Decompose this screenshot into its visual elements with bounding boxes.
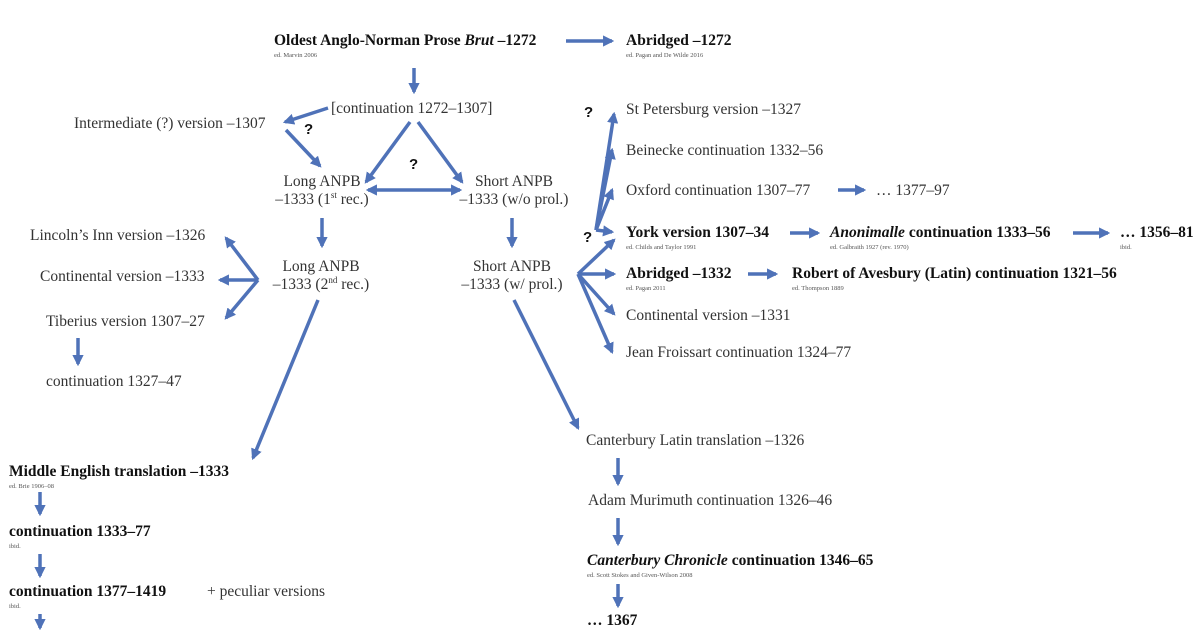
node-continental-1333: Continental version –1333	[40, 268, 205, 285]
arrow-short1-york	[595, 225, 615, 237]
node-oxford: Oxford continuation 1307–77	[626, 182, 811, 199]
node-abridged-1332: Abridged –1332	[626, 265, 732, 282]
node-robert-of-avesbury: Robert of Avesbury (Latin) continuation …	[792, 265, 1117, 282]
edition-note: ed. Brie 1906–08	[9, 483, 54, 490]
edition-note: ed. Childs and Taylor 1991	[626, 244, 697, 251]
node-short-anpb-w-prol: Short ANPB–1333 (w/ prol.)	[461, 258, 563, 293]
arrow-long2-middleenglish	[251, 299, 320, 461]
edition-note: ibid.	[9, 543, 21, 550]
node-intermediate-version: Intermediate (?) version –1307	[74, 115, 266, 132]
arrow-cont-long1	[364, 120, 412, 184]
node-beinecke: Beinecke continuation 1332–56	[626, 142, 824, 159]
question-mark: ?	[583, 229, 593, 246]
node-long-anpb-1st: Long ANPB–1333 (1st rec.)	[275, 173, 369, 208]
node-anonimalle: Anonimalle continuation 1333–56	[830, 224, 1051, 241]
node-long-anpb-2nd: Long ANPB–1333 (2nd rec.)	[272, 258, 370, 293]
node-me-continuation-1333: continuation 1333–77	[9, 523, 151, 540]
node-me-continuation-1377: continuation 1377–1419	[9, 583, 167, 600]
arrow-long2-lincoln	[224, 236, 260, 282]
node-anonimalle-continuation: … 1356–81	[1120, 224, 1194, 241]
node-tiberius: Tiberius version 1307–27	[46, 313, 205, 330]
edition-note: ed. Scott Stokes and Given-Wilson 2008	[587, 572, 693, 579]
node-continental-1331: Continental version –1331	[626, 307, 791, 324]
node-canterbury-latin: Canterbury Latin translation –1326	[586, 432, 805, 449]
arrow-intermediate-long1	[284, 128, 322, 168]
node-canterbury-chronicle: Canterbury Chronicle continuation 1346–6…	[587, 552, 874, 569]
node-short-anpb-wo-prol: Short ANPB–1333 (w/o prol.)	[459, 173, 569, 208]
node-peculiar-versions: + peculiar versions	[207, 583, 326, 600]
node-1367: … 1367	[587, 612, 638, 629]
edition-note: ibid.	[1120, 244, 1132, 251]
node-jean-froissart: Jean Froissart continuation 1324–77	[626, 344, 852, 361]
edition-note: ed. Pagan and De Wilde 2016	[626, 52, 704, 59]
arrow-short2-canterbury	[512, 299, 580, 431]
node-adam-murimuth: Adam Murimuth continuation 1326–46	[588, 492, 833, 509]
node-lincolns-inn: Lincoln’s Inn version –1326	[30, 227, 206, 244]
node-continuation-1327: continuation 1327–47	[46, 373, 182, 390]
arrow-short2-york	[576, 238, 616, 276]
arrow-short1-beinecke	[594, 147, 616, 231]
node-abridged-1272: Abridged –1272	[626, 32, 732, 49]
question-mark: ?	[409, 156, 419, 173]
node-oxford-continuation: … 1377–97	[876, 182, 950, 199]
question-mark: ?	[584, 104, 594, 121]
arrow-cont-short1	[416, 120, 464, 184]
node-oldest-anpb: Oldest Anglo-Norman Prose Brut –1272	[274, 32, 537, 49]
node-continuation-1272: [continuation 1272–1307]	[331, 100, 493, 117]
arrow-cont-intermediate	[282, 106, 329, 125]
edition-note: ed. Pagan 2011	[626, 285, 666, 292]
edition-note: ibid.	[9, 603, 21, 610]
node-middle-english: Middle English translation –1333	[9, 463, 230, 480]
arrow-short1-oxford	[594, 187, 614, 231]
edition-note: ed. Thompson 1889	[792, 285, 844, 292]
edition-note: ed. Galbraith 1927 (rev. 1970)	[830, 244, 909, 251]
question-mark: ?	[304, 121, 314, 138]
arrow-long2-tiberius	[224, 278, 260, 320]
node-st-petersburg: St Petersburg version –1327	[626, 101, 801, 118]
arrow-short2-continental1331	[576, 272, 616, 316]
edition-note: ed. Marvin 2006	[274, 52, 318, 59]
arrow-short2-froissart	[576, 273, 614, 355]
node-york-version: York version 1307–34	[626, 224, 769, 241]
